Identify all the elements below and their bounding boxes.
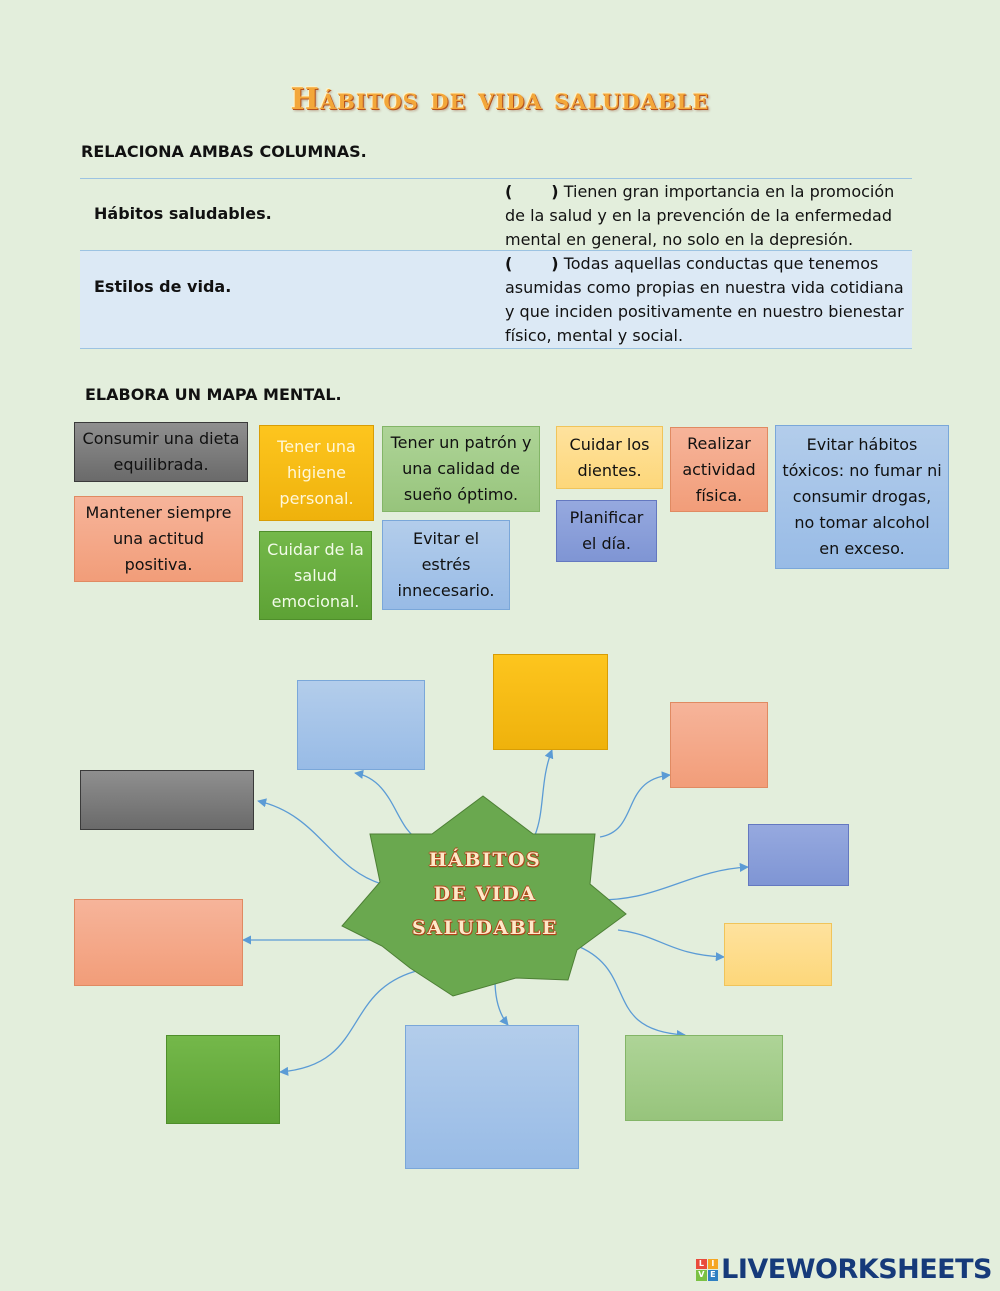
section2-heading: ELABORA UN MAPA MENTAL. bbox=[85, 385, 342, 404]
card-toxicos[interactable]: Evitar hábitos tóxicos: no fumar ni cons… bbox=[775, 425, 949, 569]
arrow-to-gray bbox=[257, 798, 386, 886]
map-box-periwinkle[interactable] bbox=[748, 824, 849, 886]
arrow-to-gold bbox=[534, 749, 554, 836]
arrow-to-topblue bbox=[354, 769, 421, 841]
arrow-to-yellow bbox=[617, 929, 725, 962]
map-box-green[interactable] bbox=[166, 1035, 280, 1124]
card-planificar[interactable]: Planificar el día. bbox=[556, 500, 657, 562]
habit-label-1: Hábitos saludables. bbox=[94, 204, 272, 223]
map-box-salmon-left[interactable] bbox=[74, 899, 243, 986]
habit-label-2: Estilos de vida. bbox=[94, 277, 232, 296]
map-box-gold[interactable] bbox=[493, 654, 608, 750]
card-dientes[interactable]: Cuidar los dientes. bbox=[556, 426, 663, 489]
card-actitud[interactable]: Mantener siempre una actitud positiva. bbox=[74, 496, 243, 582]
arrow-to-periwinkle bbox=[599, 862, 749, 901]
arrow-to-green-left bbox=[279, 969, 421, 1076]
center-line-3: SALUDABLE bbox=[412, 917, 558, 939]
center-star bbox=[341, 795, 627, 997]
answer-paren-1[interactable]: ( ) bbox=[505, 182, 559, 201]
center-line-1: HÁBITOS bbox=[428, 849, 542, 871]
map-box-blue-top[interactable] bbox=[297, 680, 425, 770]
description-2: ( ) Todas aquellas conductas que tenemos… bbox=[505, 252, 905, 348]
center-star-label: HÁBITOS DE VIDA SALUDABLE bbox=[395, 843, 575, 945]
page-title: Hábitos de vida saludable bbox=[290, 82, 710, 117]
section1-heading: RELACIONA AMBAS COLUMNAS. bbox=[81, 142, 367, 161]
liveworksheets-logo: L I V E LIVEWORKSHEETS bbox=[696, 1254, 992, 1285]
map-box-blue-bottom[interactable] bbox=[405, 1025, 579, 1169]
arrow-to-lgreen-bottom bbox=[574, 944, 686, 1040]
map-box-gray[interactable] bbox=[80, 770, 254, 830]
card-estres[interactable]: Evitar el estrés innecesario. bbox=[382, 520, 510, 610]
card-salud-emocional[interactable]: Cuidar de la salud emocional. bbox=[259, 531, 372, 620]
answer-paren-2[interactable]: ( ) bbox=[505, 254, 559, 273]
map-box-lgreen[interactable] bbox=[625, 1035, 783, 1121]
match-row-1: Hábitos saludables. ( ) Tienen gran impo… bbox=[80, 178, 912, 251]
map-box-salmon-top[interactable] bbox=[670, 702, 768, 788]
card-higiene[interactable]: Tener una higiene personal. bbox=[259, 425, 374, 521]
card-sueno[interactable]: Tener un patrón y una calidad de sueño ó… bbox=[382, 426, 540, 512]
map-box-yellow[interactable] bbox=[724, 923, 832, 986]
description-text-2: Todas aquellas conductas que tenemos asu… bbox=[505, 254, 904, 345]
liveworksheets-text: LIVEWORKSHEETS bbox=[721, 1254, 992, 1285]
match-row-2: Estilos de vida. ( ) Todas aquellas cond… bbox=[80, 250, 912, 349]
liveworksheets-mark-icon: L I V E bbox=[696, 1258, 719, 1281]
center-line-2: DE VIDA bbox=[433, 883, 537, 905]
card-actividad[interactable]: Realizar actividad física. bbox=[670, 427, 768, 512]
arrow-to-topsalmon bbox=[599, 771, 671, 838]
description-1: ( ) Tienen gran importancia en la promoc… bbox=[505, 180, 905, 252]
arrow-to-blue-bottom bbox=[494, 979, 509, 1026]
description-text-1: Tienen gran importancia en la promoción … bbox=[505, 182, 895, 249]
card-dieta[interactable]: Consumir una dieta equilibrada. bbox=[74, 422, 248, 482]
